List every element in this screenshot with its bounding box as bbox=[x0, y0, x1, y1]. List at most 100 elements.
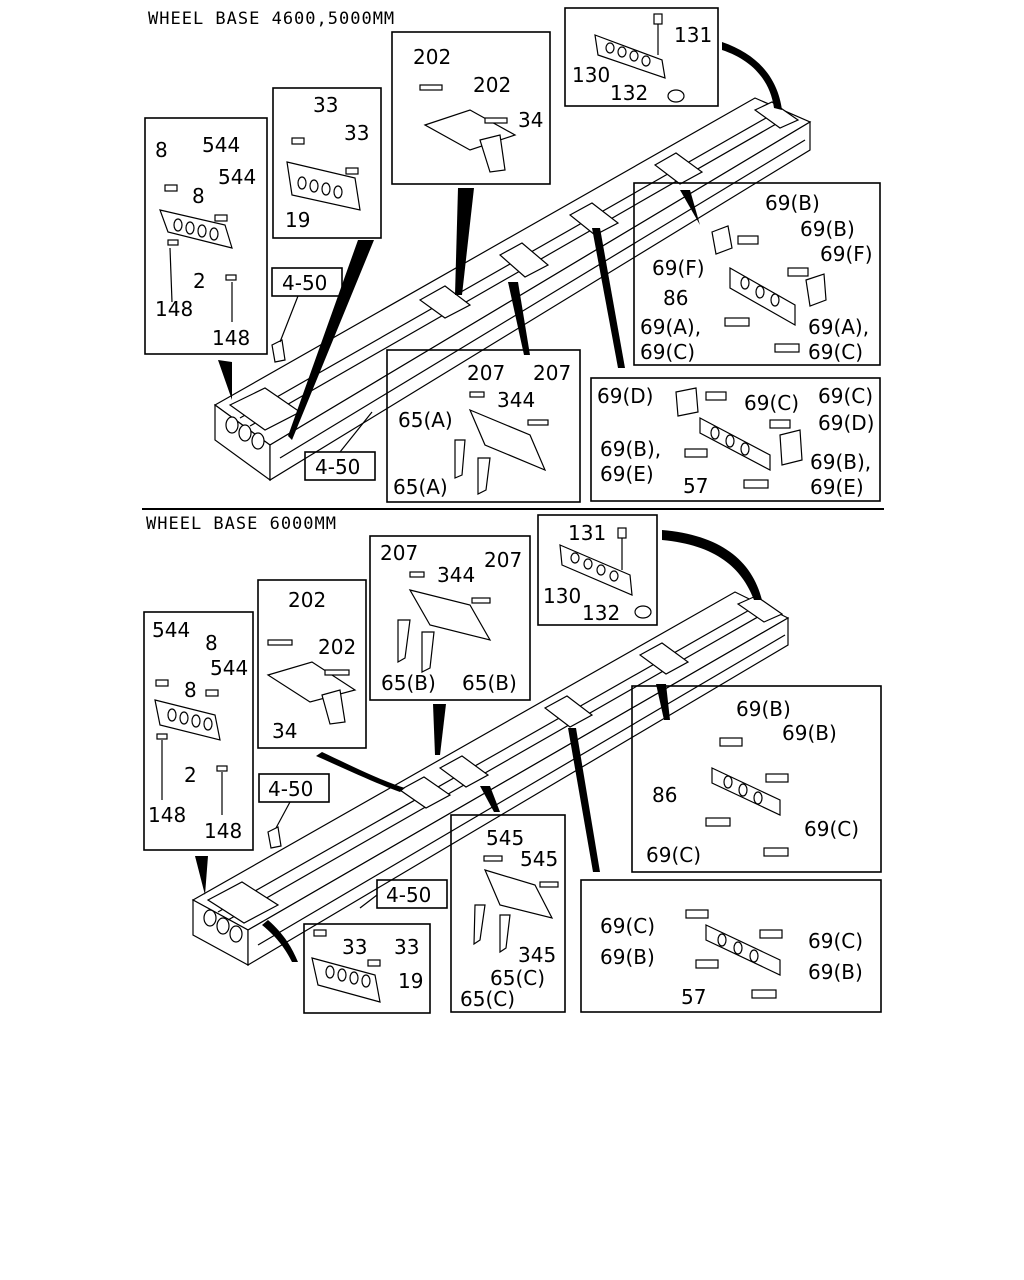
bottom-ref-box-b[interactable]: 4-50 bbox=[376, 879, 448, 909]
part-number-label: 207 bbox=[467, 361, 505, 385]
top-pointer-33 bbox=[288, 240, 374, 440]
bottom-inset-57: 69(C) 69(C) 69(B) 69(B) 57 bbox=[580, 879, 882, 1013]
part-number-label: 69(B), bbox=[600, 437, 661, 461]
part-number-label: 69(B) bbox=[808, 960, 863, 984]
part-number-label: 4-50 bbox=[268, 777, 313, 801]
part-number-label: 344 bbox=[437, 563, 475, 587]
part-number-label: 69(C) bbox=[808, 929, 863, 953]
top-inset-344: 207 207 344 65(A) 65(A) bbox=[386, 349, 581, 503]
bottom-pointer-front bbox=[195, 856, 208, 895]
part-number-label: 69(B) bbox=[800, 217, 855, 241]
part-number-label: 33 bbox=[342, 935, 367, 959]
part-number-label: 544 bbox=[202, 133, 240, 157]
bottom-inset-345: 545 545 345 65(C) 65(C) bbox=[450, 814, 566, 1013]
bottom-inset-front-crossmember: 544 8 544 8 2 148 148 bbox=[143, 611, 254, 851]
top-bracket-small bbox=[271, 339, 286, 363]
part-number-label: 69(C) bbox=[804, 817, 859, 841]
top-ref-box-a[interactable]: 4-50 bbox=[271, 267, 343, 297]
top-inset-131-130-132: 131 130 132 bbox=[564, 7, 719, 107]
bottom-pointer-131 bbox=[662, 530, 762, 600]
part-number-label: 69(B) bbox=[600, 945, 655, 969]
top-pointer-202 bbox=[455, 188, 474, 295]
part-number-label: 4-50 bbox=[386, 883, 431, 907]
bottom-pointer-202 bbox=[316, 752, 405, 792]
part-number-label: 69(C) bbox=[600, 914, 655, 938]
part-number-label: 34 bbox=[272, 719, 297, 743]
top-pointer-86 bbox=[680, 190, 700, 225]
part-number-label: 148 bbox=[212, 326, 250, 350]
part-number-label: 19 bbox=[285, 208, 310, 232]
bottom-pointer-345 bbox=[480, 786, 500, 812]
part-number-label: 8 bbox=[155, 138, 168, 162]
top-inset-202-34: 202 202 34 bbox=[391, 31, 551, 185]
part-number-label: 2 bbox=[193, 269, 206, 293]
bottom-ref-box-a[interactable]: 4-50 bbox=[258, 773, 330, 803]
top-pointer-57 bbox=[592, 228, 625, 368]
part-number-label: 33 bbox=[394, 935, 419, 959]
part-number-label: 86 bbox=[652, 783, 677, 807]
bottom-pointer-86 bbox=[656, 684, 670, 720]
part-number-label: 33 bbox=[344, 121, 369, 145]
part-number-label: 344 bbox=[497, 388, 535, 412]
part-number-label: 57 bbox=[681, 985, 706, 1009]
part-number-label: 148 bbox=[148, 803, 186, 827]
part-number-label: 132 bbox=[610, 81, 648, 105]
part-number-label: 65(B) bbox=[462, 671, 517, 695]
part-number-label: 69(B) bbox=[765, 191, 820, 215]
part-number-label: 86 bbox=[663, 286, 688, 310]
part-number-label: 69(F) bbox=[820, 242, 873, 266]
part-number-label: 131 bbox=[568, 521, 606, 545]
part-number-label: 544 bbox=[152, 618, 190, 642]
bottom-inset-202-34: 202 202 34 bbox=[257, 579, 367, 749]
part-number-label: 69(B), bbox=[810, 450, 871, 474]
part-number-label: 8 bbox=[184, 678, 197, 702]
part-number-label: 65(B) bbox=[381, 671, 436, 695]
part-number-label: 148 bbox=[155, 297, 193, 321]
top-pointer-front bbox=[218, 360, 232, 400]
part-number-label: 207 bbox=[533, 361, 571, 385]
part-number-label: 19 bbox=[398, 969, 423, 993]
part-number-label: 65(C) bbox=[490, 966, 545, 990]
part-number-label: 345 bbox=[518, 943, 556, 967]
part-number-label: 130 bbox=[543, 584, 581, 608]
top-ref-box-b[interactable]: 4-50 bbox=[304, 451, 376, 481]
part-number-label: 202 bbox=[288, 588, 326, 612]
part-number-label: 202 bbox=[413, 45, 451, 69]
part-number-label: 8 bbox=[192, 184, 205, 208]
part-number-label: 207 bbox=[484, 548, 522, 572]
bottom-chassis-frame bbox=[191, 591, 790, 967]
top-inset-front-crossmember: 8 544 544 8 2 148 148 bbox=[144, 117, 268, 355]
part-number-label: 132 bbox=[582, 601, 620, 625]
part-number-label: 65(C) bbox=[460, 987, 515, 1011]
bottom-inset-33-19: 33 33 19 bbox=[303, 923, 431, 1014]
part-number-label: 69(B) bbox=[782, 721, 837, 745]
part-number-label: 65(A) bbox=[398, 408, 453, 432]
part-number-label: 57 bbox=[683, 474, 708, 498]
part-number-label: 69(A), bbox=[808, 315, 869, 339]
top-chassis-frame bbox=[213, 97, 812, 482]
bottom-header: WHEEL BASE 6000MM bbox=[146, 514, 337, 534]
part-number-label: 69(A), bbox=[640, 315, 701, 339]
part-number-label: 69(E) bbox=[600, 462, 654, 486]
part-number-label: 69(F) bbox=[652, 256, 705, 280]
part-number-label: 69(C) bbox=[640, 340, 695, 364]
part-number-label: 69(C) bbox=[818, 384, 873, 408]
part-number-label: 544 bbox=[218, 165, 256, 189]
bottom-inset-86: 69(B) 69(B) 86 69(C) 69(C) bbox=[631, 685, 882, 873]
part-number-label: 545 bbox=[520, 847, 558, 871]
part-number-label: 69(C) bbox=[744, 391, 799, 415]
part-number-label: 207 bbox=[380, 541, 418, 565]
part-number-label: 4-50 bbox=[315, 455, 360, 479]
part-number-label: 4-50 bbox=[282, 271, 327, 295]
top-pointer-131 bbox=[722, 42, 782, 110]
bottom-pointer-57 bbox=[568, 728, 600, 872]
part-number-label: 65(A) bbox=[393, 475, 448, 499]
part-number-label: 131 bbox=[674, 23, 712, 47]
part-number-label: 69(E) bbox=[810, 475, 864, 499]
part-number-label: 34 bbox=[518, 108, 543, 132]
bottom-bracket-small bbox=[267, 826, 282, 849]
part-number-label: 2 bbox=[184, 763, 197, 787]
top-header: WHEEL BASE 4600,5000MM bbox=[148, 9, 395, 29]
bottom-inset-131-130-132: 131 130 132 bbox=[537, 514, 658, 626]
